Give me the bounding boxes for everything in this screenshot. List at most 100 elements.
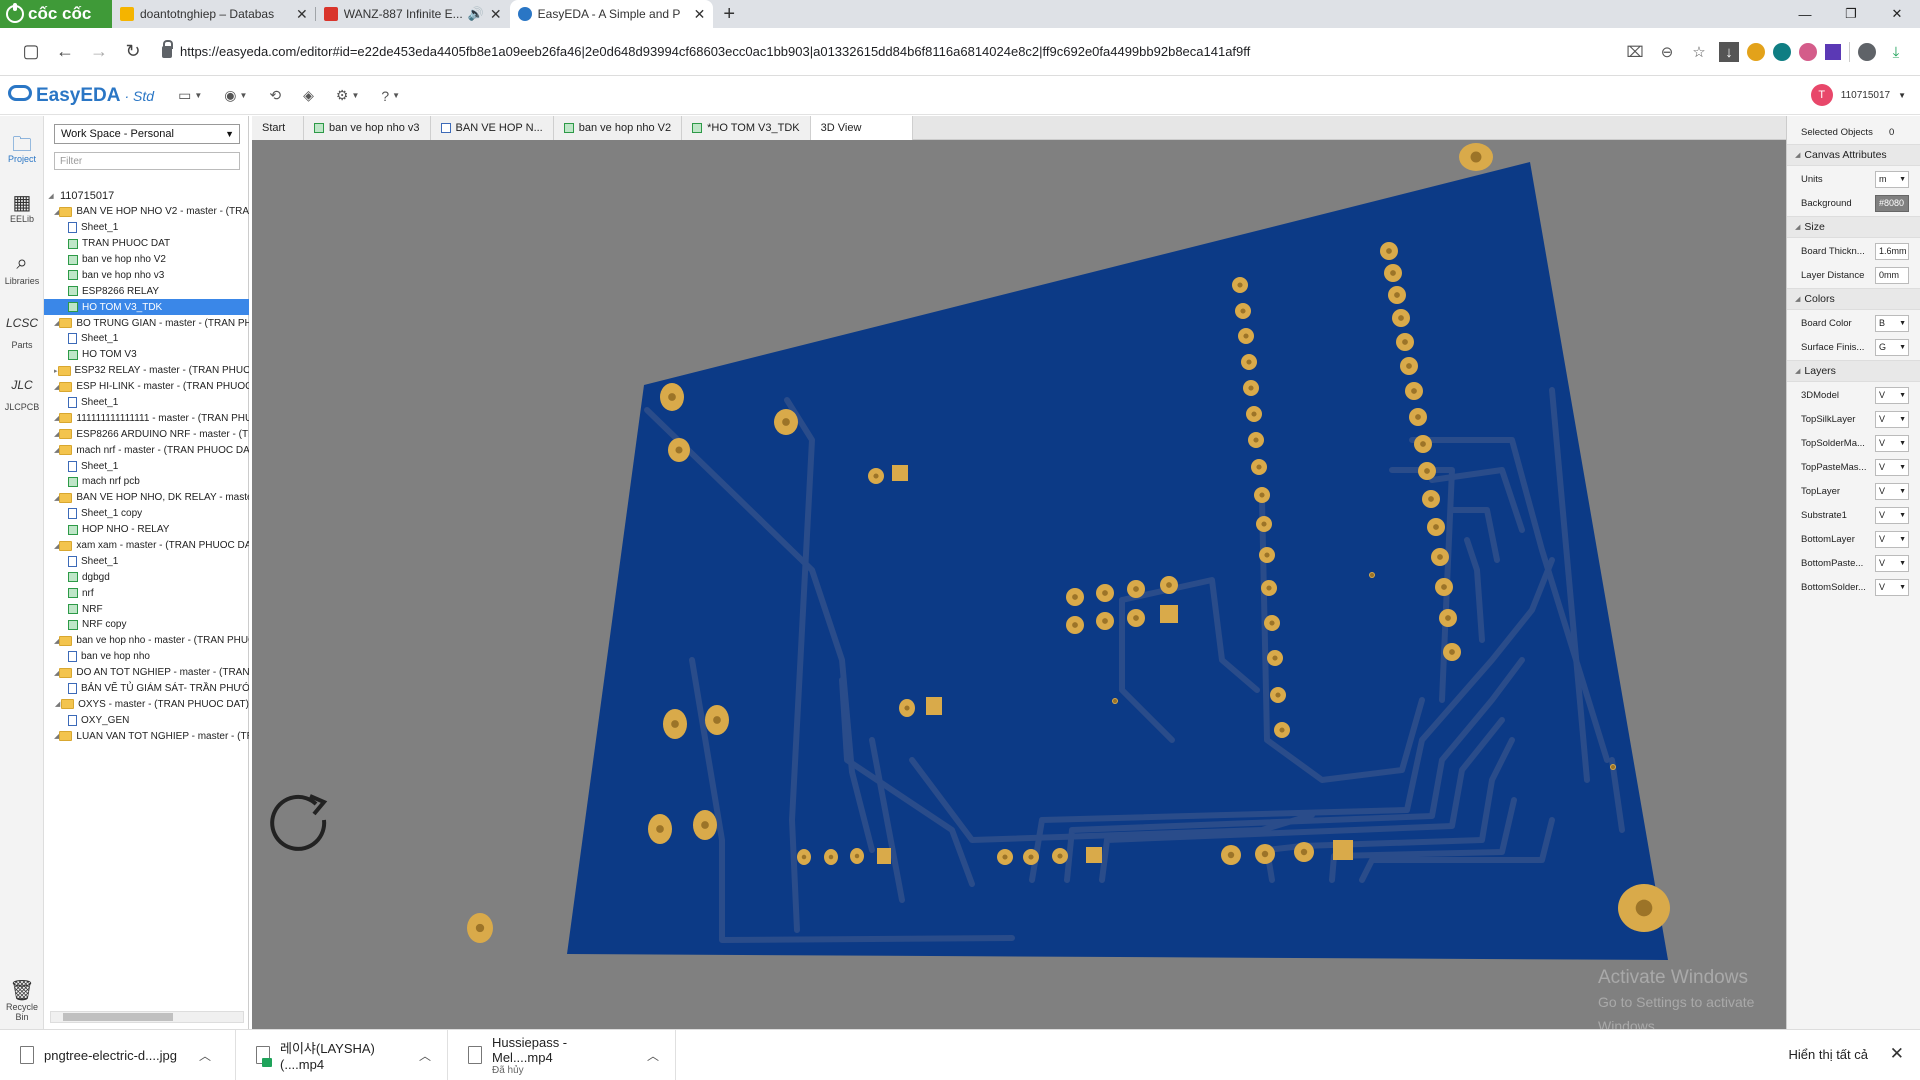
extension-chrome-icon[interactable] — [1747, 43, 1765, 61]
section-colors[interactable]: ◢ Colors — [1787, 288, 1920, 310]
doc-tab[interactable]: 3D View — [810, 116, 913, 140]
caret-down-icon[interactable]: ◢ — [54, 208, 60, 216]
tree-document[interactable]: HOP NHO - RELAY — [44, 522, 249, 538]
tree-document[interactable]: TRAN PHUOC DAT — [44, 236, 249, 252]
tree-document[interactable]: Sheet_1 — [44, 458, 249, 474]
caret-down-icon[interactable]: ◢ — [54, 733, 60, 741]
tree-document[interactable]: Sheet_1 copy — [44, 506, 249, 522]
close-downloads-icon[interactable]: ✕ — [1889, 1044, 1904, 1063]
close-tab-icon[interactable]: ✕ — [296, 5, 308, 22]
browser-tab-active[interactable]: EasyEDA - A Simple and P ✕ — [509, 0, 714, 28]
url-field[interactable]: https://easyeda.com/editor#id=e22de453ed… — [162, 36, 1492, 68]
tree-document[interactable]: ESP8266 RELAY — [44, 283, 249, 299]
tree-document[interactable]: ban ve hop nho V2 — [44, 252, 249, 268]
tree-project-folder[interactable]: ◢BAN VE HOP NHO, DK RELAY - master - (TR… — [44, 490, 249, 506]
profile-icon[interactable] — [1858, 43, 1876, 61]
forward-arrow-icon[interactable]: → — [90, 41, 108, 61]
browser-tab-1[interactable]: doantotnghiep – Databas ✕ — [112, 0, 316, 28]
caret-icon[interactable]: ◢ — [48, 192, 54, 200]
close-tab-icon[interactable]: ✕ — [693, 5, 706, 22]
scroll-thumb[interactable] — [63, 1013, 173, 1021]
caret-down-icon[interactable]: ◢ — [54, 637, 60, 645]
speaker-icon[interactable]: 🔊 — [467, 6, 484, 21]
tree-project-folder[interactable]: ◢111111111111111 - master - (TRAN PHUOC … — [44, 410, 249, 426]
reload-icon[interactable]: ↻ — [125, 41, 141, 61]
workspace-select[interactable]: Work Space - Personal ▼ — [54, 124, 240, 144]
show-all-downloads-link[interactable]: Hiển thị tất cả — [1788, 1047, 1869, 1062]
layer-visibility-select[interactable]: V — [1875, 578, 1909, 596]
doc-tab[interactable]: ban ve hop nho v3 — [304, 116, 431, 140]
back-arrow-icon[interactable]: ← — [56, 41, 74, 61]
nav-eelib[interactable]: ▦ EELib — [0, 190, 44, 224]
tree-document[interactable]: Sheet_1 — [44, 395, 249, 411]
layer-visibility-select[interactable]: V — [1875, 434, 1909, 452]
tree-document[interactable]: HO TOM V3 — [44, 347, 249, 363]
download-arrow-icon[interactable]: ⤓ — [1892, 43, 1900, 61]
caret-down-icon[interactable]: ◢ — [54, 542, 60, 550]
layer-visibility-select[interactable]: V — [1875, 458, 1909, 476]
caret-down-icon[interactable]: ◢ — [54, 320, 60, 328]
doc-tab[interactable]: Start — [252, 116, 304, 140]
section-layers[interactable]: ◢ Layers — [1787, 360, 1920, 382]
download-icon[interactable]: ↓ — [1719, 42, 1739, 62]
doc-tab[interactable]: BAN VE HOP N... — [430, 116, 554, 140]
layer-distance-input[interactable]: 0mm — [1875, 266, 1909, 284]
close-tab-icon[interactable]: ✕ — [489, 5, 502, 22]
horizontal-scrollbar[interactable] — [50, 1011, 244, 1023]
tree-document[interactable]: HO TOM V3_TDK — [44, 299, 249, 316]
board-thickness-input[interactable]: 1.6mm — [1875, 242, 1909, 260]
nav-recycle-bin[interactable]: 🗑 Recycle Bin — [0, 978, 44, 1022]
tree-project-folder[interactable]: ◢ESP8266 ARDUINO NRF - master - (TRAN PH… — [44, 426, 249, 442]
tree-root[interactable]: ◢ 110715017 — [44, 188, 249, 204]
tree-project-folder[interactable]: ◢LUAN VAN TOT NGHIEP - master - (TRAN PH… — [44, 728, 249, 744]
extension-square-icon[interactable] — [1825, 44, 1841, 60]
tree-project-folder[interactable]: ◢DO AN TOT NGHIEP - master - (TRAN PHUOC… — [44, 665, 249, 681]
chevron-up-icon[interactable]: ︿ — [418, 1048, 431, 1063]
tree-document[interactable]: Sheet_1 — [44, 331, 249, 347]
doc-tab[interactable]: ban ve hop nho V2 — [553, 116, 683, 140]
layer-visibility-select[interactable]: V — [1875, 410, 1909, 428]
tree-document[interactable]: ban ve hop nho — [44, 649, 249, 665]
pcb-3d-render[interactable] — [252, 140, 1786, 1029]
help-icon[interactable]: ?▼ — [381, 87, 401, 104]
tree-document[interactable]: NRF copy — [44, 617, 249, 633]
section-canvas-attributes[interactable]: ◢ Canvas Attributes — [1787, 144, 1920, 166]
close-window-icon[interactable]: ✕ — [1891, 6, 1903, 21]
tree-document[interactable]: nrf — [44, 585, 249, 601]
tree-document[interactable]: Sheet_1 — [44, 553, 249, 569]
star-icon[interactable]: ☆ — [1692, 44, 1706, 61]
tree-document[interactable]: ban ve hop nho v3 — [44, 267, 249, 283]
tree-document[interactable]: BẢN VẼ TỦ GIÁM SÁT- TRẦN PHƯỚC ĐẠT — [44, 681, 249, 697]
extension-pie-icon[interactable] — [1799, 43, 1817, 61]
3d-view-canvas[interactable]: Activate Windows Go to Settings to activ… — [252, 140, 1786, 1029]
tree-project-folder[interactable]: ◢BO TRUNG GIAN - master - (TRAN PHUOC DA… — [44, 315, 249, 331]
layer-visibility-select[interactable]: V — [1875, 506, 1909, 524]
caret-down-icon[interactable]: ◢ — [54, 415, 60, 423]
tree-project-folder[interactable]: ◢ESP HI-LINK - master - (TRAN PHUOC DAT) — [44, 379, 249, 395]
surface-finish-select[interactable]: G — [1875, 338, 1909, 356]
caret-down-icon[interactable]: ◢ — [54, 669, 60, 677]
translate-icon[interactable]: ⌧ — [1626, 44, 1644, 61]
tree-project-folder[interactable]: ◢OXYS - master - (TRAN PHUOC DAT) — [44, 697, 249, 713]
tree-document[interactable]: mach nrf pcb — [44, 474, 249, 490]
settings-gear-icon[interactable]: ⚙▼ — [335, 87, 360, 103]
history-icon[interactable]: ⟲ — [269, 87, 282, 103]
browser-tab-2[interactable]: WANZ-887 Infinite E... 🔊 ✕ — [316, 0, 510, 28]
nav-parts[interactable]: LCSC Parts — [0, 316, 44, 350]
tree-document[interactable]: NRF — [44, 601, 249, 617]
caret-down-icon[interactable]: ◢ — [54, 383, 60, 391]
caret-down-icon[interactable]: ◢ — [54, 447, 60, 455]
download-item[interactable]: pngtree-electric-d....jpg︿ — [0, 1029, 236, 1080]
caret-right-icon[interactable]: ▸ — [54, 367, 58, 375]
layer-visibility-select[interactable]: V — [1875, 482, 1909, 500]
background-color-field[interactable]: #8080 — [1875, 194, 1909, 212]
doc-tab[interactable]: *HO TOM V3_TDK — [682, 116, 811, 140]
reset-view-icon[interactable] — [264, 786, 338, 860]
user-menu[interactable]: T 110715017 ▼ — [1810, 84, 1906, 106]
tree-document[interactable]: dgbgd — [44, 569, 249, 585]
board-color-select[interactable]: B — [1875, 314, 1909, 332]
easyeda-logo[interactable]: EasyEDA · Std — [8, 84, 154, 107]
layer-visibility-select[interactable]: V — [1875, 386, 1909, 404]
nav-libraries[interactable]: ⌕ Libraries — [0, 252, 44, 286]
